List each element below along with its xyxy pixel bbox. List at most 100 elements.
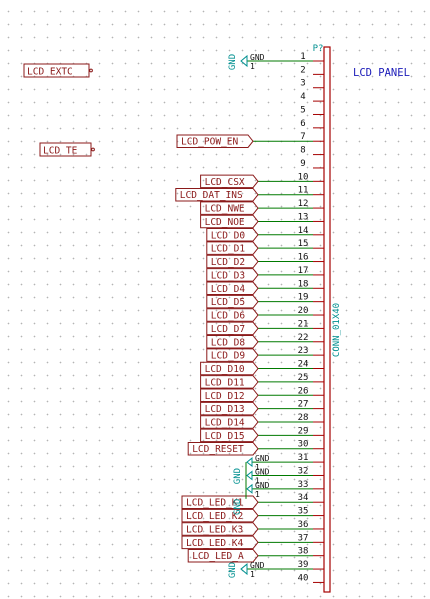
net-label-text: LCD_LED_K2 — [186, 511, 243, 522]
net-label-lcd-d2[interactable]: LCD_D2 — [206, 254, 259, 269]
pin-number-33: 33 — [298, 480, 309, 490]
net-label-lcd-csx[interactable]: LCD_CSX — [200, 174, 259, 189]
net-label-lcd-d10[interactable]: LCD_D10 — [200, 361, 259, 376]
pin-number-19: 19 — [298, 293, 309, 303]
net-label-lcd-d5[interactable]: LCD_D5 — [206, 294, 259, 309]
net-label-text: LCD_LED_A — [192, 551, 244, 562]
net-label-text: LCD_NWE — [205, 204, 245, 215]
pin-number-5: 5 — [300, 105, 305, 115]
net-label-box — [200, 401, 259, 416]
gnd-power-label: GND — [228, 562, 238, 578]
net-label-lcd-nwe[interactable]: LCD_NWE — [200, 201, 259, 215]
net-label-text: LCD_D15 — [205, 431, 245, 442]
left-label-lcd-te[interactable]: LCD_TE — [39, 142, 95, 157]
net-label-lcd-d9[interactable]: LCD_D9 — [206, 348, 259, 362]
gnd-power-label: GND — [228, 54, 238, 70]
net-label-box — [200, 415, 259, 429]
net-label-box — [200, 214, 259, 229]
net-label-box — [176, 134, 254, 148]
left-label-text: LCD_TE — [43, 146, 78, 157]
pin-number-25: 25 — [298, 373, 309, 383]
gnd-group-icon — [246, 483, 253, 494]
net-label-lcd-d1[interactable]: LCD_D1 — [206, 241, 259, 255]
left-label-lcd-extc[interactable]: LCD_EXTC — [23, 63, 93, 78]
net-label-lcd-noe[interactable]: LCD_NOE — [200, 214, 259, 229]
gnd-group-label: GND — [233, 468, 243, 484]
connector-symbol[interactable]: 1234567891011121314151617181920212223242… — [298, 44, 342, 593]
connector-reference: P? — [313, 44, 324, 54]
net-label-lcd-dat-ins[interactable]: LCD_DAT_INS — [175, 187, 259, 202]
pin-number-32: 32 — [298, 466, 309, 476]
pin-number-20: 20 — [298, 306, 309, 316]
pin-number-10: 10 — [298, 172, 309, 182]
net-label-lcd-d13[interactable]: LCD_D13 — [200, 401, 259, 416]
pin-number-15: 15 — [298, 239, 309, 249]
left-label-pin-dot — [91, 147, 95, 152]
pin-number-36: 36 — [298, 520, 309, 530]
net-label-text: LCD_D5 — [211, 297, 245, 308]
net-label-text: LCD_D7 — [211, 324, 245, 335]
net-label-text: LCD_LED_K4 — [186, 538, 243, 549]
pin-number-11: 11 — [298, 186, 309, 196]
net-label-box — [206, 294, 259, 309]
connector-pin-lines — [313, 60, 324, 583]
net-label-text: LCD_D13 — [205, 404, 245, 415]
net-label-lcd-d3[interactable]: LCD_D3 — [206, 268, 259, 282]
pin-number-29: 29 — [298, 426, 309, 436]
net-label-lcd-led-k2[interactable]: LCD_LED_K2 — [181, 508, 259, 523]
net-label-lcd-d15[interactable]: LCD_D15 — [200, 428, 259, 443]
gnd-group-icon — [246, 457, 253, 468]
net-label-lcd-led-a[interactable]: LCD_LED_A — [187, 548, 259, 563]
net-label-lcd-d12[interactable]: LCD_D12 — [200, 388, 259, 402]
net-label-text: LCD_D9 — [211, 351, 246, 362]
wires-layer — [253, 140, 313, 557]
net-label-text: LCD_D1 — [211, 244, 246, 255]
net-label-box — [206, 241, 259, 255]
net-label-box — [200, 388, 259, 402]
net-label-text: LCD_POW_EN — [181, 137, 238, 148]
net-label-lcd-d11[interactable]: LCD_D11 — [200, 375, 259, 389]
net-label-box — [200, 375, 259, 389]
net-label-lcd-reset[interactable]: LCD_RESET — [187, 441, 259, 456]
net-label-text: LCD_D6 — [211, 311, 246, 322]
net-label-lcd-d8[interactable]: LCD_D8 — [206, 335, 259, 349]
left-label-box — [39, 142, 92, 157]
gnd-pin-num: 1 — [250, 570, 255, 579]
net-label-lcd-d4[interactable]: LCD_D4 — [206, 281, 259, 296]
gnd-group-pin-num: 1 — [255, 476, 260, 485]
pin-number-28: 28 — [298, 413, 309, 423]
left-labels-layer: LCD_EXTC LCD_TE — [23, 63, 95, 157]
pin-number-39: 39 — [298, 560, 309, 570]
left-label-box — [23, 63, 90, 78]
pin-number-7: 7 — [300, 132, 305, 142]
pin-number-1: 1 — [300, 52, 305, 62]
connector-part-name: CONN_01X40 — [332, 303, 342, 357]
net-label-box — [206, 321, 259, 336]
net-label-lcd-d6[interactable]: LCD_D6 — [206, 308, 259, 322]
net-label-lcd-led-k3[interactable]: LCD_LED_K3 — [181, 522, 259, 536]
net-label-lcd-pow-en[interactable]: LCD_POW_EN — [176, 134, 254, 148]
net-label-box — [200, 428, 259, 443]
pin-number-3: 3 — [300, 79, 305, 89]
pin-number-37: 37 — [298, 533, 309, 543]
net-label-lcd-led-k1[interactable]: LCD_LED_K1 — [181, 495, 259, 509]
net-label-lcd-d14[interactable]: LCD_D14 — [200, 415, 259, 429]
net-label-text: LCD_LED_K3 — [186, 524, 243, 535]
gnd-group-pin-name: GND — [255, 481, 270, 490]
net-label-lcd-d0[interactable]: LCD_D0 — [206, 228, 259, 242]
net-label-lcd-d7[interactable]: LCD_D7 — [206, 321, 259, 336]
connector-body — [323, 46, 331, 593]
net-label-text: LCD_LED_K1 — [186, 498, 243, 509]
net-label-text: LCD_CSX — [205, 177, 245, 188]
net-label-box — [206, 268, 259, 282]
gnd-group-pin-name: GND — [255, 454, 270, 463]
gnd-pin-name: GND — [250, 561, 265, 570]
net-label-lcd-led-k4[interactable]: LCD_LED_K4 — [181, 535, 259, 550]
pin-number-31: 31 — [298, 453, 309, 463]
pin-number-12: 12 — [298, 199, 309, 209]
pin-number-17: 17 — [298, 266, 309, 276]
